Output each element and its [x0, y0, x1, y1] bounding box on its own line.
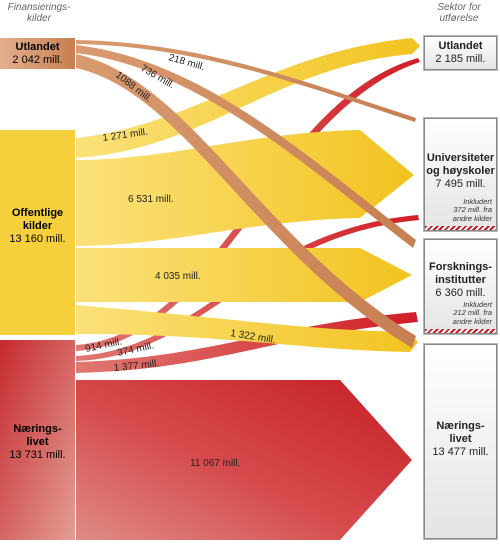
source-bar-offentlige: [0, 130, 75, 335]
source-value: 2 042 mill.: [12, 53, 63, 66]
destination-value: 13 477 mill.: [432, 446, 489, 458]
source-value: 13 160 mill.: [9, 232, 66, 245]
source-naeringslivet: Nærings- livet 13 731 mill.: [0, 412, 75, 472]
flow-naeringslivet-naeringslivet: [76, 380, 412, 540]
source-name: Nærings- livet: [13, 422, 62, 448]
destination-value: 2 185 mill.: [435, 53, 486, 65]
destination-name: Utlandet: [438, 40, 483, 52]
source-offentlige: Offentlige kilder 13 160 mill.: [0, 196, 75, 256]
source-bar-naeringslivet: [0, 340, 75, 540]
destination-utlandet: Utlandet 2 185 mill.: [423, 35, 498, 71]
destination-forskningsinstitutter: Forsknings- institutter 6 360 mill. Inkl…: [423, 238, 498, 335]
flow-label-off-inst: 4 035 mill.: [155, 271, 201, 282]
destination-value: 6 360 mill.: [435, 287, 486, 299]
flow-naeringslivet-forskningsinstitutter: [76, 312, 418, 373]
hatch-stripe: [425, 329, 496, 333]
destination-note: Inkludert 212 mill. fra andre kilder: [452, 299, 492, 326]
destination-universiteter: Universiteter og høyskoler 7 495 mill. I…: [423, 117, 498, 232]
flow-utlandet-forskningsinstitutter: [76, 54, 416, 348]
source-name: Utlandet: [15, 40, 60, 53]
source-value: 13 731 mill.: [9, 448, 66, 461]
flow-offentlige-utlandet: [76, 38, 420, 158]
destination-name: Nærings- livet: [436, 420, 485, 445]
source-name: Offentlige kilder: [11, 206, 64, 232]
hatch-stripe: [425, 226, 496, 230]
destination-note: Inkludert 372 mill. fra andre kilder: [452, 196, 492, 223]
source-bar-utlandet: [0, 38, 75, 69]
source-utlandet: Utlandet 2 042 mill.: [0, 38, 75, 69]
flow-offentlige-forskningsinstitutter: [76, 248, 412, 302]
destination-value: 7 495 mill.: [435, 178, 486, 190]
destination-naeringslivet: Nærings- livet 13 477 mill.: [423, 343, 498, 540]
flow-offentlige-naeringslivet: [76, 305, 418, 352]
destination-name: Universiteter og høyskoler: [426, 152, 495, 177]
flow-label-nl-nl: 11 067 mill.: [190, 458, 240, 469]
destination-name: Forsknings- institutter: [429, 261, 492, 286]
flow-label-off-uni: 6 531 mill.: [128, 194, 174, 205]
header-finansieringskilder: Finansierings- kilder: [7, 2, 71, 24]
header-sektor-for-utforelse: Sektor for utførelse: [437, 2, 481, 24]
flow-label-nl-inst: 1 377 mill.: [113, 358, 159, 374]
